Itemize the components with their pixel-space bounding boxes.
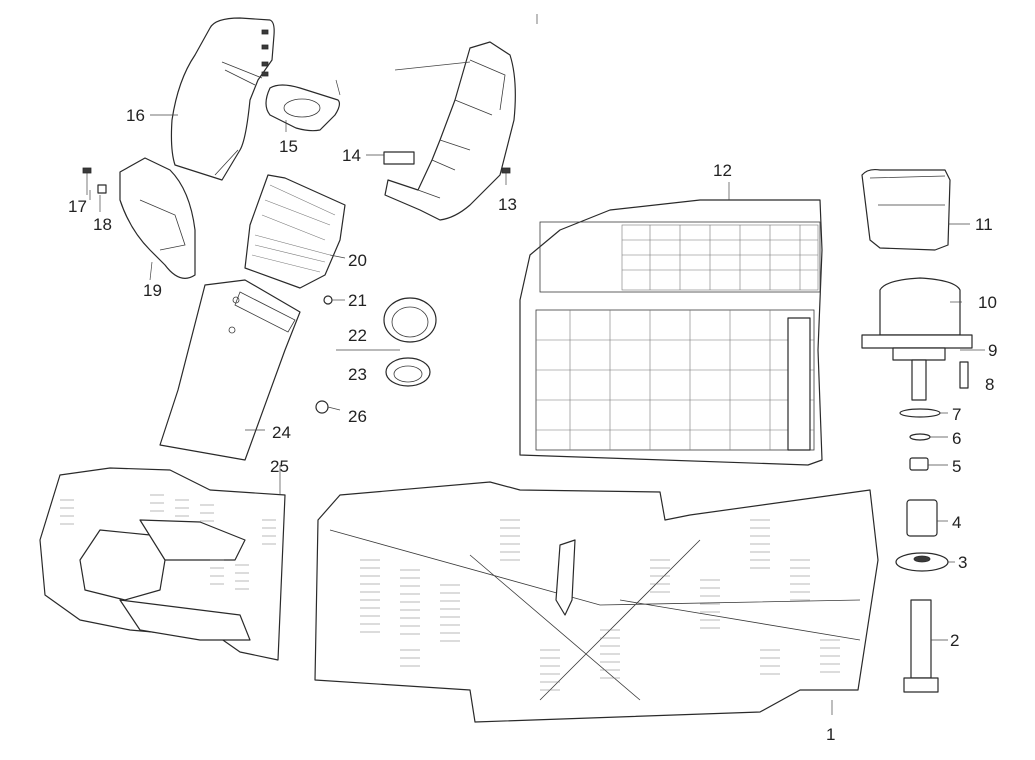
label-12: 12 [713, 161, 732, 180]
label-7: 7 [952, 405, 961, 424]
label-17: 17 [68, 197, 87, 216]
label-14: 14 [342, 146, 361, 165]
label-3: 3 [958, 553, 967, 572]
part-21-clip [323, 295, 333, 305]
label-18: 18 [93, 215, 112, 234]
label-22: 22 [348, 326, 367, 345]
label-2: 2 [950, 631, 959, 650]
label-1: 1 [826, 725, 835, 744]
label-21: 21 [348, 291, 367, 310]
part-3-spacer [895, 552, 949, 572]
part-26-knob [315, 400, 329, 414]
label-25: 25 [270, 457, 289, 476]
part-25-left-mat [39, 467, 286, 661]
part-24-tall-panel [159, 279, 301, 461]
label-26: 26 [348, 407, 367, 426]
part-14-side-panel [383, 41, 516, 221]
callout-labels: 1 2 3 4 5 6 7 8 9 10 11 12 13 14 15 16 1… [68, 106, 997, 744]
label-6: 6 [952, 429, 961, 448]
part-13-screw [501, 167, 511, 185]
label-20: 20 [348, 251, 367, 270]
part-20-box [244, 174, 346, 289]
part-11-cup [861, 168, 951, 251]
part-22-vent-ring [383, 297, 437, 343]
label-4: 4 [952, 513, 961, 532]
label-13: 13 [498, 195, 517, 214]
part-6-ring [909, 433, 931, 441]
leader-lines [89, 61, 985, 715]
label-10: 10 [978, 293, 997, 312]
part-12-rear-panel [519, 199, 823, 466]
part-5-nut [909, 457, 929, 471]
label-9: 9 [988, 341, 997, 360]
part-2-bolt [903, 599, 939, 693]
part-23-vent-small [385, 357, 431, 387]
part-15-pad [265, 84, 341, 132]
part-4-sleeve [906, 499, 938, 537]
label-16: 16 [126, 106, 145, 125]
part-7-washer [899, 408, 941, 418]
part-18-washer [97, 184, 107, 194]
label-23: 23 [348, 365, 367, 384]
label-24: 24 [272, 423, 291, 442]
label-11: 11 [975, 215, 993, 234]
part-10-motor [861, 277, 973, 401]
label-15: 15 [279, 137, 298, 156]
label-5: 5 [952, 457, 961, 476]
part-1-floor-mat [314, 481, 879, 723]
part-8-bolt [959, 361, 969, 389]
label-19: 19 [143, 281, 162, 300]
part-19-side-trim [119, 157, 196, 279]
part-17-screw [82, 167, 92, 195]
label-8: 8 [985, 375, 994, 394]
part-16-seat-back-cover [170, 17, 275, 181]
